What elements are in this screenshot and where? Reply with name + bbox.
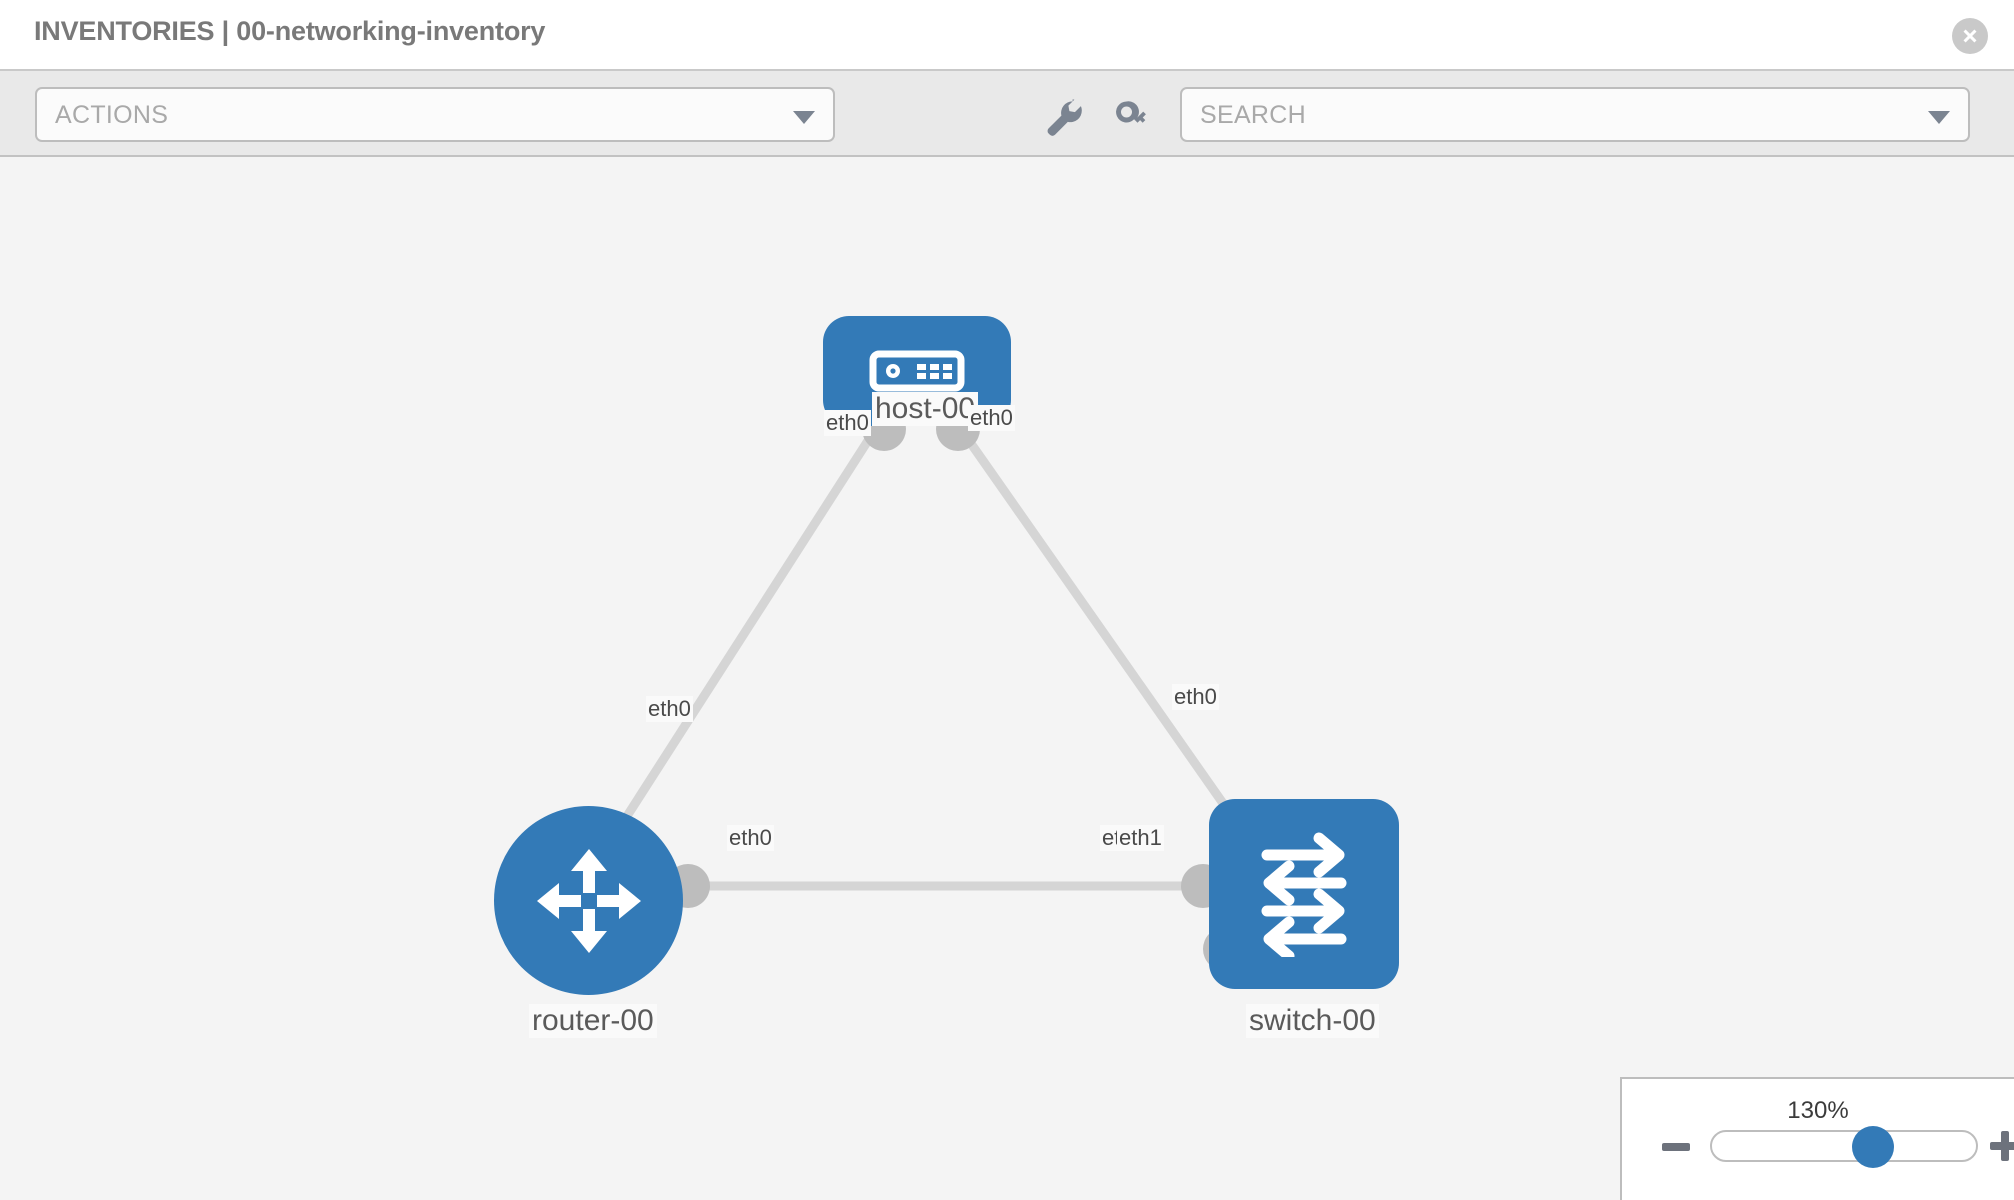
node-label-router-00: router-00	[529, 1004, 657, 1038]
router-arrows-icon	[536, 848, 641, 953]
page-header: INVENTORIES | 00-networking-inventory	[0, 0, 2014, 71]
wrench-icon[interactable]	[1041, 95, 1085, 139]
minus-icon[interactable]	[1662, 1143, 1690, 1151]
node-label-switch-00: switch-00	[1246, 1004, 1379, 1038]
actions-dropdown-label: ACTIONS	[55, 101, 169, 129]
page-title: INVENTORIES | 00-networking-inventory	[34, 16, 546, 46]
zoom-control-panel: 130%	[1620, 1077, 2014, 1200]
toolbar: ACTIONS SEARCH	[0, 71, 2014, 157]
chevron-down-icon	[1928, 111, 1950, 124]
edge-label-router-up: eth0	[646, 696, 693, 722]
key-icon[interactable]	[1110, 95, 1154, 139]
topology-canvas[interactable]: host-00 router-00 switch-00 eth0 eth0 et…	[0, 159, 2014, 1200]
actions-dropdown[interactable]: ACTIONS	[35, 87, 835, 142]
node-router-00[interactable]	[494, 806, 683, 995]
node-switch-00[interactable]	[1209, 799, 1399, 989]
edge-label-host-left: eth0	[824, 410, 871, 436]
zoom-slider[interactable]	[1710, 1126, 1978, 1168]
edge-label-host-right: eth0	[968, 405, 1015, 431]
edge-label-router-right: eth0	[727, 825, 774, 851]
search-placeholder: SEARCH	[1200, 101, 1306, 129]
switch-arrows-icon	[1261, 832, 1347, 957]
zoom-slider-thumb[interactable]	[1852, 1126, 1894, 1168]
edge-label-switch-up: eth0	[1172, 684, 1219, 710]
topology-edges	[616, 422, 1252, 891]
chevron-down-icon	[793, 111, 815, 124]
close-icon[interactable]	[1952, 18, 1988, 54]
node-label-host-00: host-00	[872, 392, 979, 426]
zoom-percent-label: 130%	[1787, 1097, 1849, 1124]
server-appliance-icon	[869, 350, 965, 392]
edge-label-switch-left-b: eth1	[1117, 825, 1164, 851]
plus-icon[interactable]	[1990, 1131, 2014, 1161]
search-input[interactable]: SEARCH	[1180, 87, 1970, 142]
